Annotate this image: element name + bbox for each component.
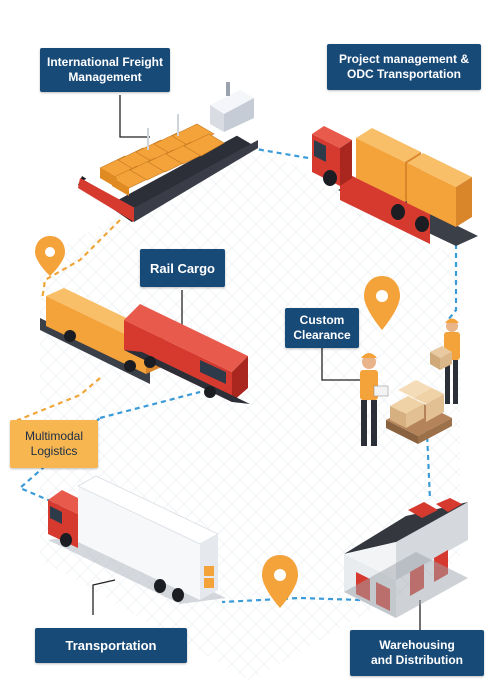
box-truck-icon: [48, 475, 226, 604]
label-custom-clearance-text: Custom Clearance: [293, 313, 351, 342]
label-multimodal-logistics: Multimodal Logistics: [10, 420, 98, 468]
route-warehouse-to-box-truck: [221, 596, 361, 604]
label-rail-cargo: Rail Cargo: [140, 249, 225, 287]
freight-train-icon: [40, 288, 250, 404]
label-project-management: Project management & ODC Transportation: [327, 44, 481, 90]
route-ship-to-truck: [249, 146, 321, 162]
location-pin-icon: [262, 555, 298, 608]
label-project-management-text: Project management & ODC Transportation: [338, 52, 470, 81]
route-truck-to-custom: [447, 244, 458, 321]
label-transportation-text: Transportation: [65, 638, 157, 653]
label-international-freight-text: International Freight Management: [46, 55, 163, 84]
label-connectors: [92, 95, 421, 633]
location-pin-icon: [364, 276, 400, 330]
label-warehousing-text: Warehousing and Distribution: [371, 638, 463, 667]
label-rail-cargo-text: Rail Cargo: [149, 260, 215, 276]
label-warehousing: Warehousing and Distribution: [350, 630, 484, 676]
label-custom-clearance: Custom Clearance: [285, 308, 359, 348]
label-multimodal-logistics-text: Multimodal Logistics: [24, 429, 84, 458]
location-pin-icon: [35, 236, 65, 276]
warehouse-icon: [344, 498, 468, 618]
customs-officer-icon: [360, 318, 460, 446]
route-ship-to-rail: [40, 219, 121, 301]
container-truck-icon: [312, 126, 478, 246]
label-transportation: Transportation: [35, 628, 187, 663]
route-custom-to-warehouse: [424, 409, 432, 501]
cargo-ship-icon: [78, 82, 258, 222]
label-international-freight: International Freight Management: [40, 48, 170, 92]
